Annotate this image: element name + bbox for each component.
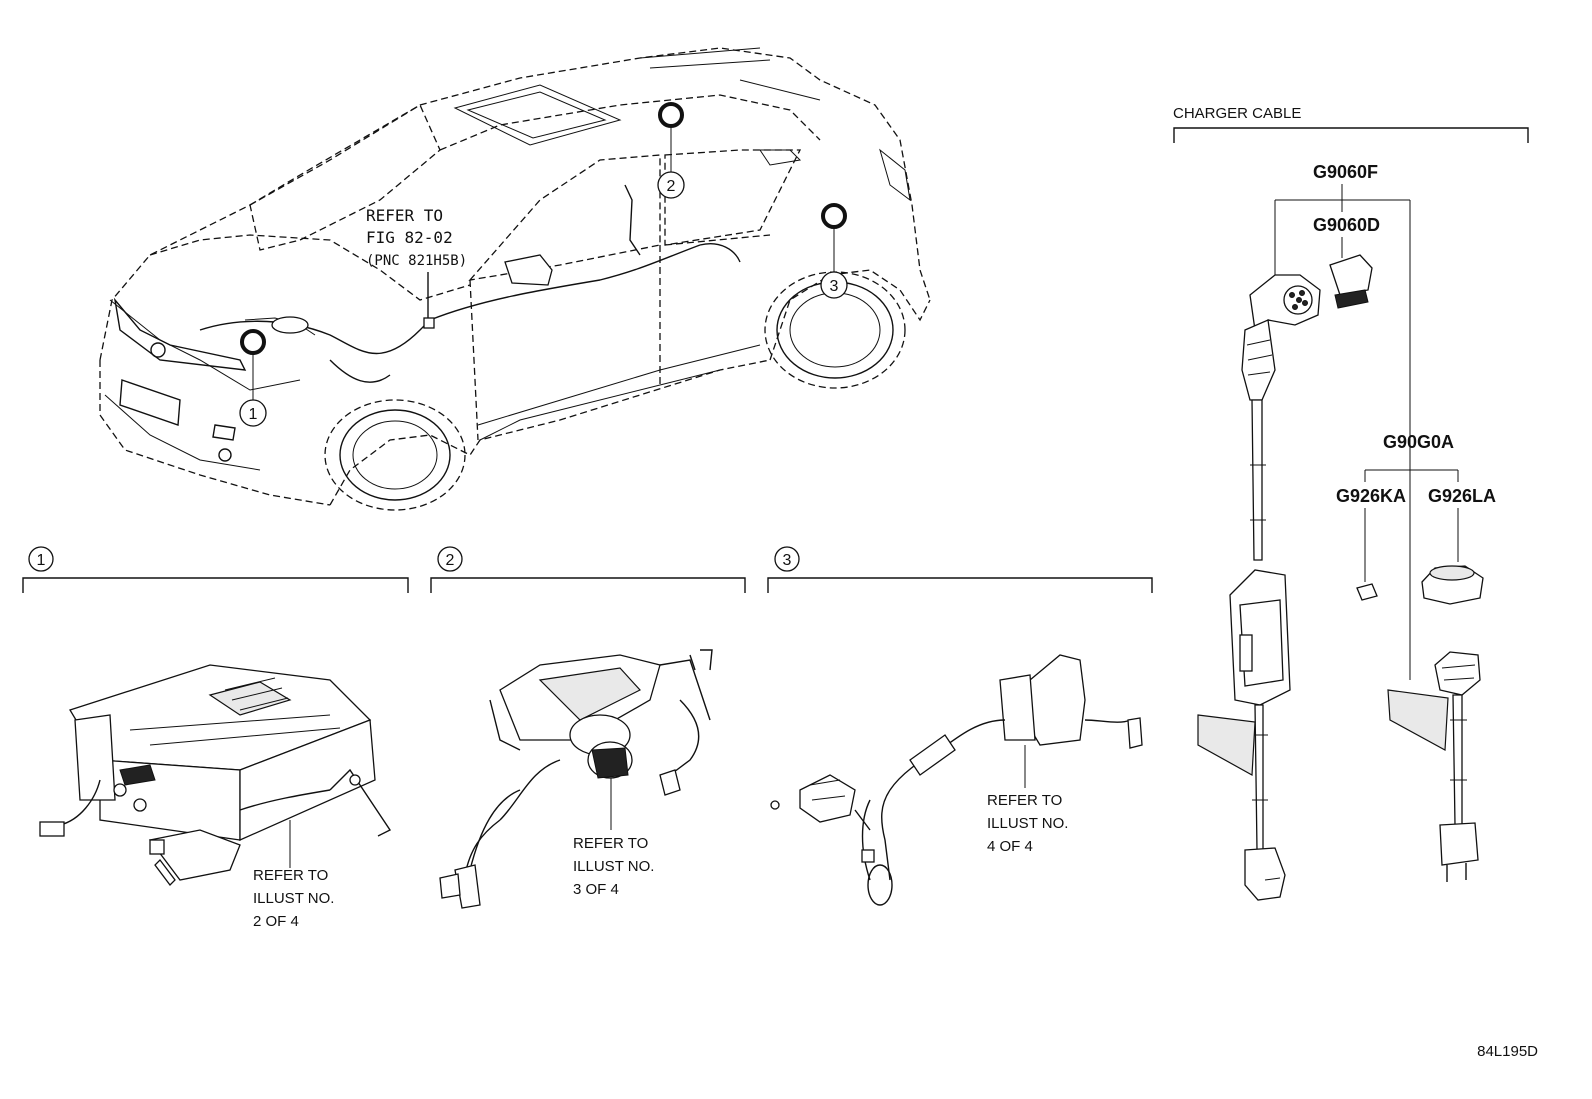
section-3-refer-line-1: REFER TO (987, 792, 1062, 809)
section-1-number: 1 (37, 552, 46, 569)
vehicle-refer-note: REFER TO FIG 82-02 (PNC 821H5B) (366, 206, 467, 269)
charger-inlet-harness-illustration (439, 649, 713, 909)
charger-harness-illustration (770, 654, 1143, 906)
part-code-g90g0a: G90G0A (1383, 432, 1454, 452)
section-1-refer-line-2: ILLUST NO. (253, 890, 334, 907)
inverter-assembly-illustration (39, 664, 392, 886)
section-2-refer-line-2: ILLUST NO. (573, 858, 654, 875)
section-3-number-circle (774, 546, 800, 572)
section-3-refer-line-2: ILLUST NO. (987, 815, 1068, 832)
vehicle-refer-line-3: (PNC 821H5B) (366, 253, 467, 269)
part-code-g926ka: G926KA (1336, 486, 1406, 506)
section-1-refer-line-1: REFER TO (253, 867, 328, 884)
section-2-refer-line-1: REFER TO (573, 835, 648, 852)
vehicle-refer-line-1: REFER TO (366, 206, 443, 225)
figure-code: 84L195D (1477, 1043, 1538, 1060)
charge-connector-cable-illustration (1197, 274, 1321, 901)
plug-cap-illustration (1421, 565, 1484, 605)
part-code-g926la: G926LA (1428, 486, 1496, 506)
section-2-number-circle (437, 546, 463, 572)
dust-cap-illustration (1329, 254, 1373, 309)
vehicle-callout-3: 3 (820, 271, 848, 299)
location-marker-3 (821, 203, 847, 229)
vehicle-callout-3-label: 3 (830, 278, 839, 295)
adapter-cable-illustration (1387, 651, 1481, 882)
part-code-g9060d: G9060D (1313, 215, 1380, 235)
part-code-g9060f: G9060F (1313, 162, 1378, 182)
vehicle-callout-1: 1 (239, 399, 267, 427)
section-1-refer-line-3: 2 OF 4 (253, 913, 299, 930)
section-3-bracket (767, 577, 1153, 593)
charger-cable-section: CHARGER CABLE G9060F G9060D G90G0A G926K… (1173, 105, 1529, 901)
section-2-bracket (430, 577, 746, 593)
section-3: 3 REFER TO ILLUST NO. 4 OF 4 (767, 546, 1153, 906)
section-3-refer-line-3: 4 OF 4 (987, 838, 1033, 855)
charger-cable-title: CHARGER CABLE (1173, 105, 1301, 122)
section-1-bracket (22, 577, 409, 593)
section-2-number: 2 (446, 552, 455, 569)
vehicle-callout-2-label: 2 (667, 178, 676, 195)
vehicle-callout-2: 2 (657, 171, 685, 199)
section-1-number-circle (28, 546, 54, 572)
section-3-number: 3 (783, 552, 792, 569)
vehicle-refer-line-2: FIG 82-02 (366, 228, 453, 247)
section-2-refer-line-3: 3 OF 4 (573, 881, 619, 898)
charger-cable-bracket (1173, 127, 1529, 143)
location-marker-2 (658, 102, 684, 128)
clip-illustration (1356, 583, 1378, 601)
location-marker-1 (240, 329, 266, 355)
leader-lines (1274, 184, 1459, 680)
section-2: 2 REFER TO ILLUST NO. 3 OF 4 (430, 546, 746, 909)
vehicle-illustration (99, 47, 931, 511)
vehicle-callout-1-label: 1 (249, 406, 258, 423)
section-1: 1 REFER TO ILLUST NO. 2 OF 4 (22, 546, 409, 930)
